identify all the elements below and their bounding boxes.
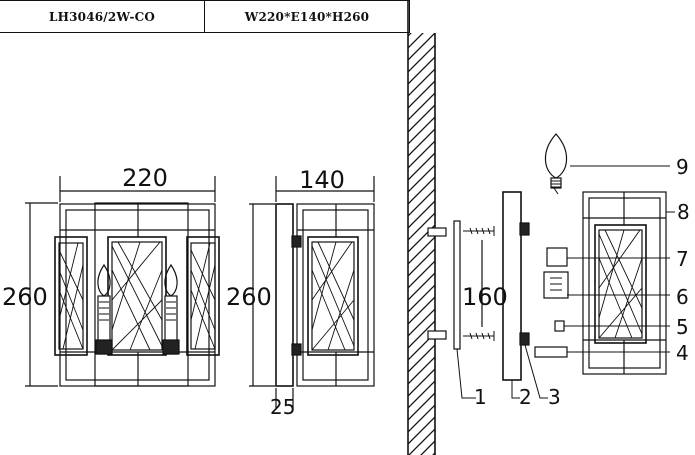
callout-6: 6 — [676, 285, 689, 309]
front-width-label: 220 — [122, 164, 168, 192]
callout-3: 3 — [548, 385, 561, 409]
callout-7: 7 — [676, 247, 689, 271]
side-depth-label: 140 — [299, 166, 345, 194]
callout-5: 5 — [676, 315, 689, 339]
exploded-view — [427, 133, 675, 399]
front-view — [25, 176, 220, 387]
front-height-label: 260 — [2, 283, 48, 311]
callout-numbers: 1 2 3 4 5 6 7 8 9 — [474, 155, 690, 409]
model-code: LH3046/2W-CO — [48, 9, 156, 24]
callout-1: 1 — [474, 385, 487, 409]
wall-section — [407, 0, 436, 455]
callout-4: 4 — [676, 341, 689, 365]
mount-spacing-label: 160 — [462, 283, 508, 311]
side-height-label: 260 — [226, 283, 272, 311]
plate-thickness-label: 25 — [270, 395, 295, 419]
dimensions-spec: W220*E140*H260 — [244, 9, 370, 24]
callout-8: 8 — [677, 200, 690, 224]
dimensions-cell: W220*E140*H260 — [204, 0, 410, 33]
side-view — [249, 176, 375, 408]
callout-2: 2 — [519, 385, 532, 409]
callout-9: 9 — [676, 155, 689, 179]
